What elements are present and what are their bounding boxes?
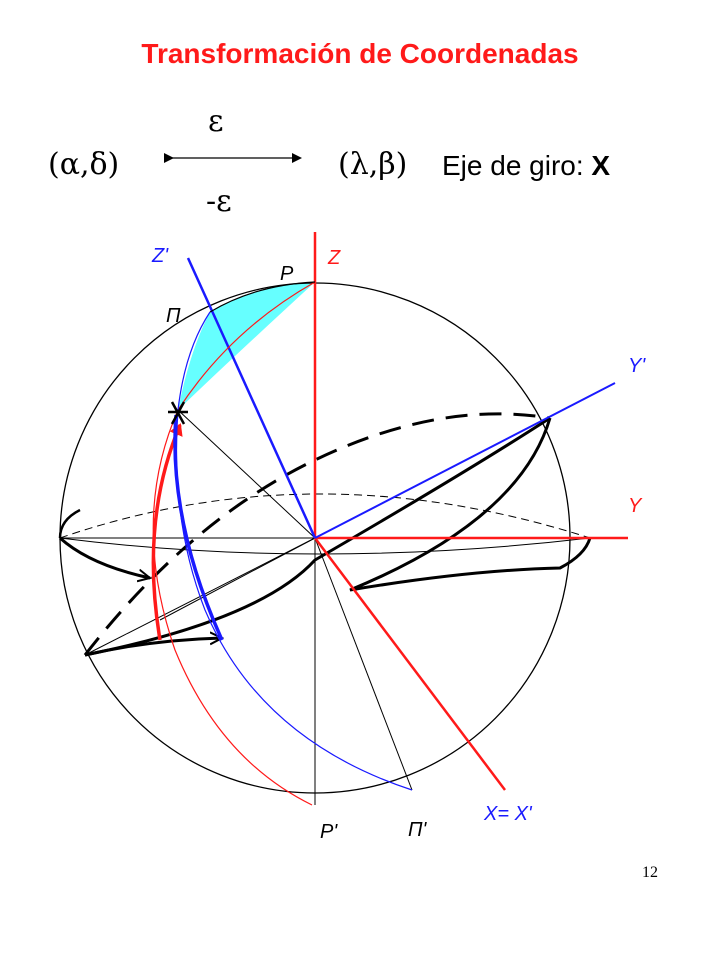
page-title: Transformación de Coordenadas <box>141 38 579 69</box>
equatorial-coords: (α,δ) <box>48 147 120 182</box>
rotation-arrow-bottom <box>84 638 222 657</box>
label-z: Z <box>327 247 341 269</box>
ecliptic-right <box>349 417 592 592</box>
ecliptic-front <box>84 416 551 657</box>
y-prime-axis <box>314 382 616 539</box>
arc-p-pi <box>209 281 316 313</box>
rotation-axis-value: X <box>591 150 611 181</box>
construction-line-2 <box>159 537 316 621</box>
label-p-prime: P' <box>320 821 338 843</box>
red-meridian-upper <box>177 281 316 411</box>
epsilon-bottom: -ε <box>206 184 232 219</box>
label-y-prime: Y' <box>628 355 646 377</box>
z-prime-axis <box>186 257 317 539</box>
intersection-mark <box>168 401 188 425</box>
label-pi-prime: Π' <box>408 819 427 841</box>
rotation-axis-label: Eje de giro: X <box>442 150 610 182</box>
ecliptic-left-cap <box>58 508 81 539</box>
blue-meridian-lower <box>175 409 413 791</box>
rotation-axis-text: Eje de giro: <box>442 150 592 181</box>
label-z-prime: Z' <box>151 245 169 267</box>
red-rotation-arrow <box>151 423 183 641</box>
label-p: P <box>280 263 294 285</box>
equator-front <box>59 537 591 555</box>
label-x-equals-x-prime: X= X' <box>483 803 533 825</box>
construction-line-3 <box>177 409 316 539</box>
spherical-triangle-fill <box>178 282 315 410</box>
label-y: Y <box>628 495 643 517</box>
blue-meridian-thick <box>173 414 224 641</box>
rotation-arrow-left <box>58 536 150 578</box>
x-axis <box>314 537 506 791</box>
blue-meridian-upper <box>177 311 211 411</box>
equator-back <box>59 493 591 539</box>
label-pi: Π <box>166 305 181 327</box>
page-number: 12 <box>642 864 658 881</box>
red-meridian-lower <box>152 409 313 806</box>
pi-prime-line <box>314 537 413 791</box>
epsilon-top: ε <box>208 104 224 139</box>
ecliptic-coords: (λ,β) <box>338 147 408 182</box>
